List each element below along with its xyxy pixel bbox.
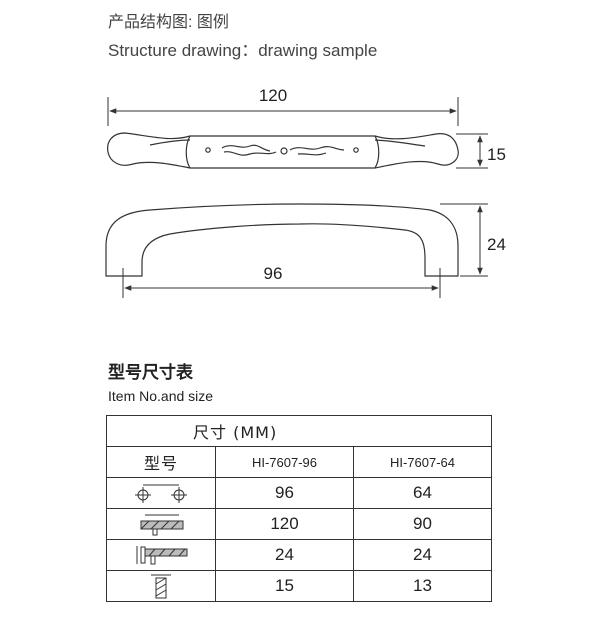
height-icon bbox=[106, 539, 216, 571]
hole-spacing-icon bbox=[106, 477, 216, 509]
table-cell: 13 bbox=[353, 570, 492, 602]
handle-side-view bbox=[105, 203, 459, 277]
overall-length-icon bbox=[106, 508, 216, 540]
table-row: 24 24 bbox=[106, 539, 492, 571]
dimension-width-label: 15 bbox=[487, 145, 506, 164]
table-row: 96 64 bbox=[106, 477, 492, 509]
table-cell: 24 bbox=[215, 539, 354, 571]
size-table-title-en: Item No.and size bbox=[108, 388, 214, 404]
handle-top-view bbox=[107, 132, 459, 169]
size-table-title-cn: 型号尺寸表 bbox=[108, 363, 193, 383]
unit-header: 尺寸 (MM) bbox=[106, 415, 492, 447]
model-name: HI-7607-96 bbox=[215, 446, 354, 478]
table-cell: 90 bbox=[353, 508, 492, 540]
table-cell: 64 bbox=[353, 477, 492, 509]
model-header: 型号 bbox=[106, 446, 216, 478]
dimension-hole-distance-label: 96 bbox=[264, 264, 283, 283]
dimension-24: 24 bbox=[440, 203, 506, 277]
table-cell: 96 bbox=[215, 477, 354, 509]
table-cell: 120 bbox=[215, 508, 354, 540]
table-cell: 24 bbox=[353, 539, 492, 571]
size-table: 尺寸 (MM) 型号 HI-7607-96 HI-7607-64 96 64 bbox=[106, 415, 492, 602]
structure-drawing: 120 15 24 96 bbox=[105, 86, 506, 298]
page-title-cn: 产品结构图: 图例 bbox=[108, 14, 229, 31]
table-cell: 15 bbox=[215, 570, 354, 602]
dimension-height-label: 24 bbox=[487, 235, 506, 254]
dimension-120: 120 bbox=[107, 86, 459, 126]
model-name: HI-7607-64 bbox=[353, 446, 492, 478]
width-icon bbox=[106, 570, 216, 602]
page-title-en: Structure drawing：drawing sample bbox=[108, 41, 378, 60]
dimension-length-label: 120 bbox=[259, 86, 287, 105]
dimension-15: 15 bbox=[456, 133, 506, 169]
dimension-96: 96 bbox=[122, 264, 441, 298]
table-row: 15 13 bbox=[106, 570, 492, 602]
table-row: 120 90 bbox=[106, 508, 492, 540]
